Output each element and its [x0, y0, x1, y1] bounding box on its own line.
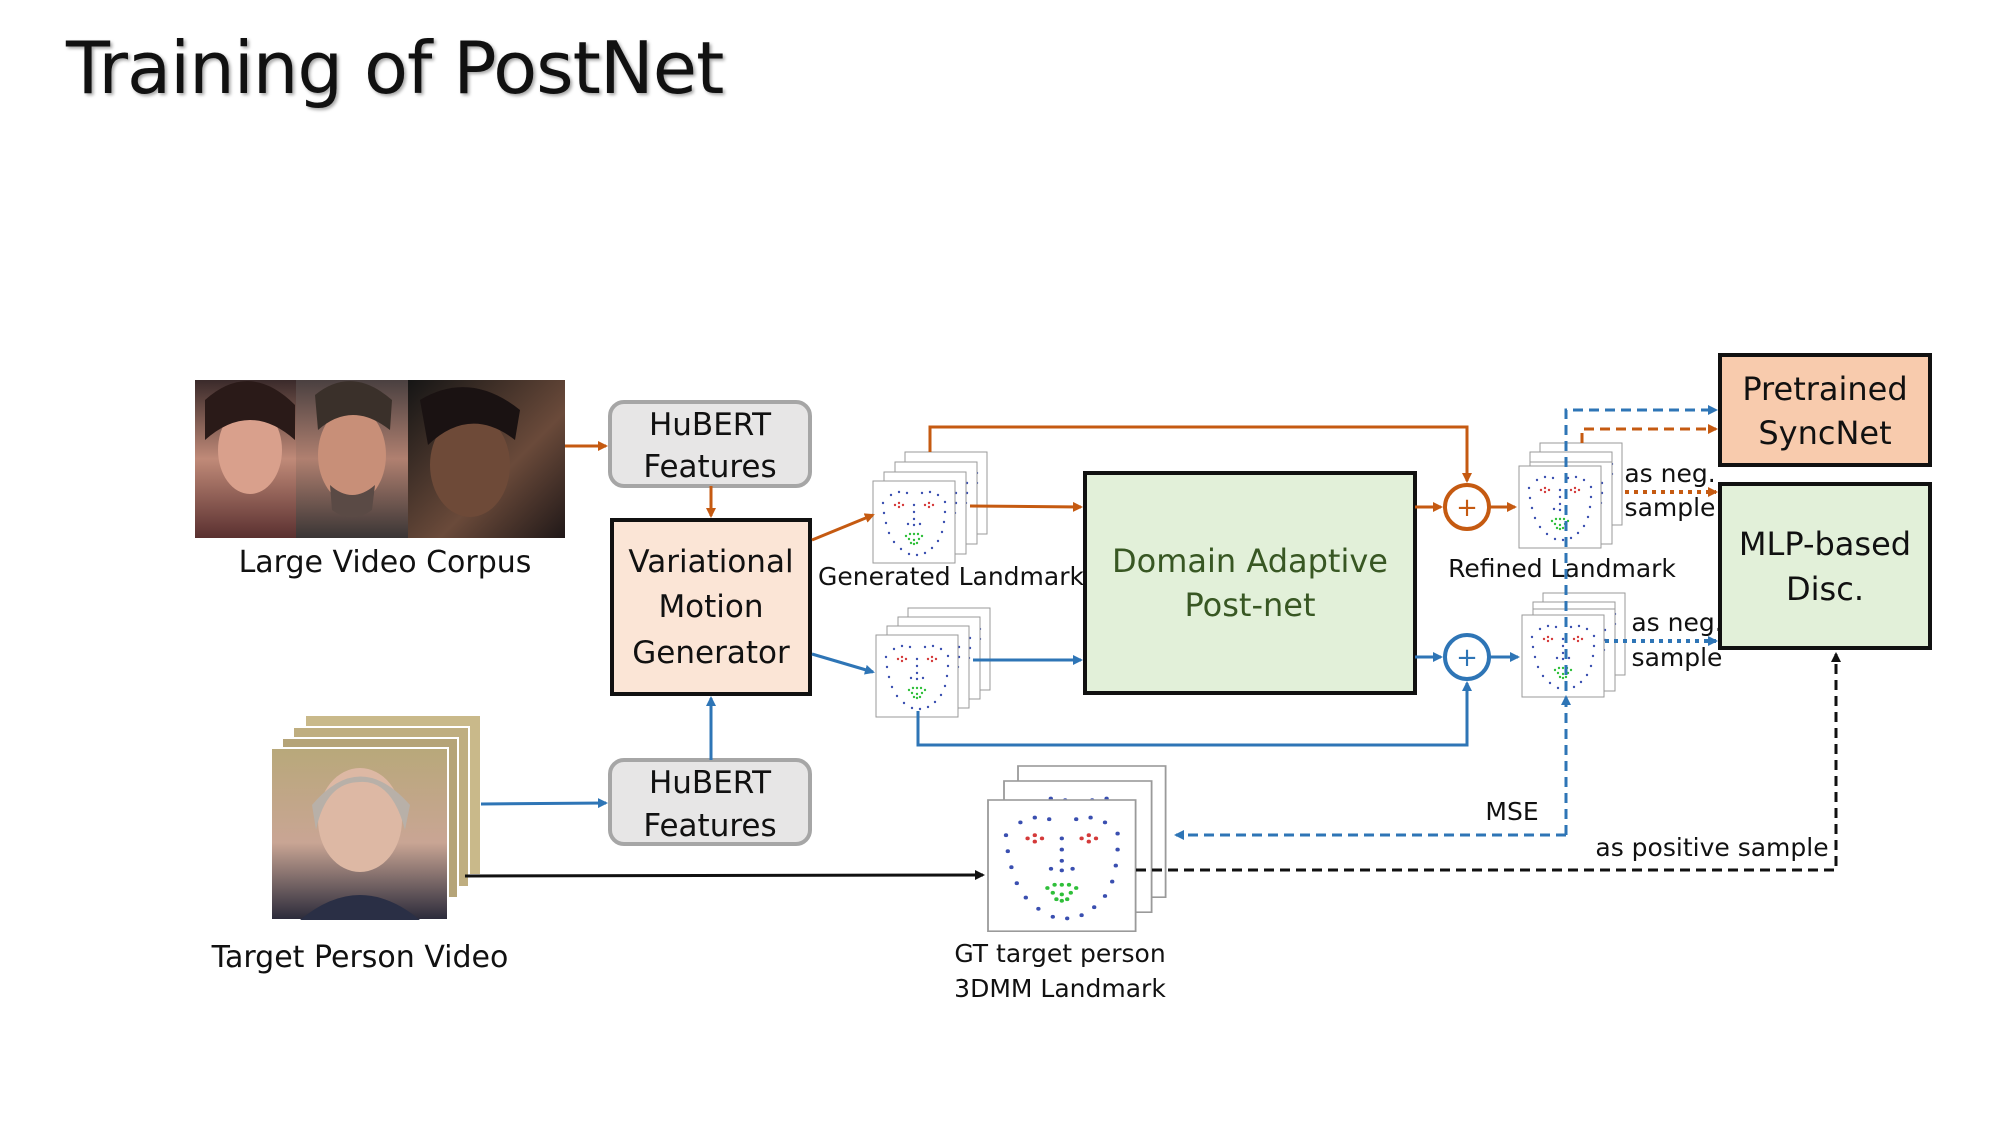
pretrained-syncnet: Pretrained SyncNet	[1718, 353, 1932, 467]
plus-top: +	[1456, 493, 1478, 523]
generated-landmark-stack-bottom	[875, 607, 991, 718]
domain-adaptive-postnet: Domain Adaptive Post-net	[1083, 471, 1417, 695]
syncnet-line1: Pretrained	[1742, 370, 1907, 408]
refined-landmark-label: Refined Landmark	[1448, 554, 1676, 583]
postnet-line1: Domain Adaptive	[1112, 542, 1388, 580]
target-video-frames	[270, 714, 482, 921]
hubert-bottom-line1: HuBERT	[649, 765, 772, 801]
corpus-video-frames	[195, 380, 565, 538]
gt-label-line2: 3DMM Landmark	[954, 974, 1166, 1003]
syncnet-line2: SyncNet	[1758, 414, 1891, 452]
hubert-bottom-line2: Features	[643, 808, 776, 844]
vmg-line3: Generator	[632, 635, 790, 671]
mse-label: MSE	[1485, 797, 1538, 826]
neg-bottom-line1: as neg.	[1631, 608, 1722, 637]
sum-node-top: +	[1443, 483, 1491, 531]
variational-motion-generator: Variational Motion Generator	[610, 518, 812, 696]
sum-node-bottom: +	[1443, 633, 1491, 681]
hubert-features-bottom: HuBERT Features	[608, 758, 812, 846]
refined-landmark-stack-bottom	[1521, 592, 1626, 698]
generated-landmark-stack-top	[872, 451, 988, 564]
gt-label-line1: GT target person	[954, 939, 1165, 968]
blue-flow	[480, 405, 1718, 840]
target-label: Target Person Video	[211, 940, 509, 975]
hubert-top-line1: HuBERT	[649, 407, 772, 443]
refined-landmark-stack-top	[1518, 442, 1623, 549]
orange-flow	[565, 424, 1718, 542]
plus-bottom: +	[1456, 643, 1478, 673]
slide-title: Training of PostNet	[66, 26, 724, 110]
postnet-line2: Post-net	[1184, 586, 1315, 624]
positive-sample-label: as positive sample	[1595, 833, 1828, 862]
generated-landmark-label: Generated Landmark	[818, 562, 1084, 591]
vmg-line2: Motion	[658, 589, 763, 625]
black-flow	[464, 652, 1841, 881]
disc-line2: Disc.	[1786, 570, 1864, 608]
hubert-top-line2: Features	[643, 449, 776, 485]
mlp-discriminator: MLP-based Disc.	[1718, 482, 1932, 650]
corpus-label: Large Video Corpus	[239, 545, 532, 580]
neg-top-line1: as neg.	[1624, 459, 1715, 488]
hubert-features-top: HuBERT Features	[608, 400, 812, 488]
disc-line1: MLP-based	[1739, 525, 1911, 563]
neg-bottom-line2: sample	[1632, 643, 1723, 672]
vmg-line1: Variational	[628, 544, 793, 580]
neg-top-line2: sample	[1625, 493, 1716, 522]
gt-landmark-stack	[987, 765, 1167, 933]
